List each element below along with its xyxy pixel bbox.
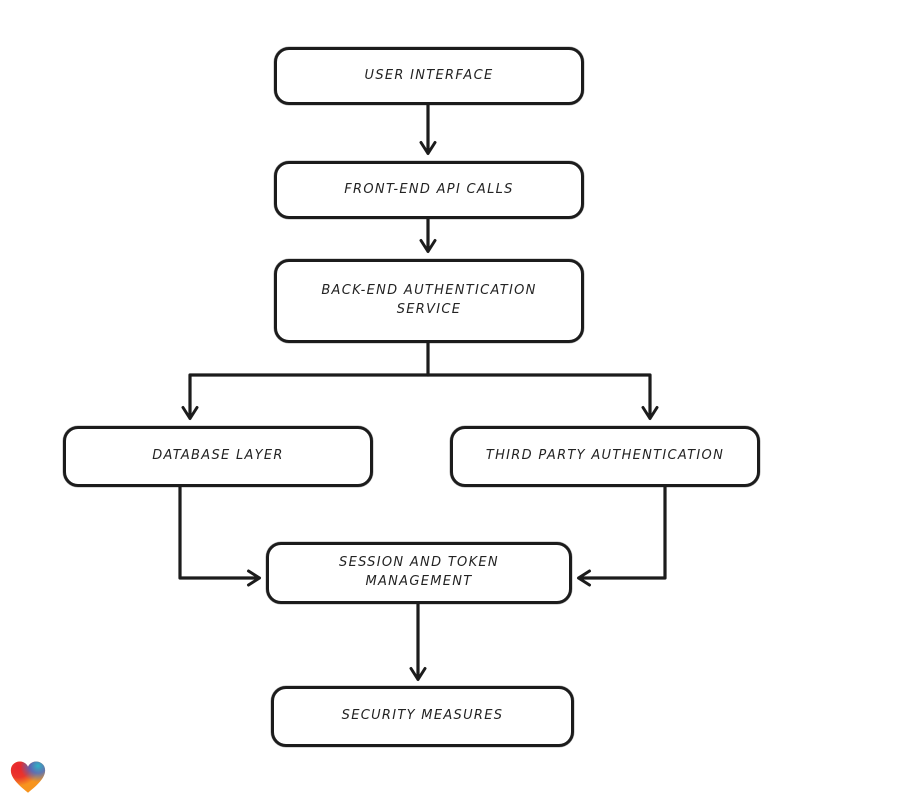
node-back-end-authentication-service: BACK-END AUTHENTICATION SERVICE <box>274 259 584 343</box>
edge-backend-to-thirdparty <box>426 373 659 420</box>
node-database-layer: DATABASE LAYER <box>63 426 373 487</box>
node-user-interface: USER INTERFACE <box>274 47 584 105</box>
node-label: THIRD PARTY AUTHENTICATION <box>485 448 725 464</box>
edge-thirdparty-to-session <box>577 485 667 587</box>
node-front-end-api-calls: FRONT-END API CALLS <box>274 161 584 219</box>
node-security-measures: SECURITY MEASURES <box>271 686 574 747</box>
edge-backend-to-database <box>181 341 430 420</box>
node-third-party-authentication: THIRD PARTY AUTHENTICATION <box>450 426 760 487</box>
heart-icon <box>10 761 46 793</box>
node-label: FRONT-END API CALLS <box>344 181 514 197</box>
node-label: BACK-END AUTHENTICATION SERVICE <box>321 283 537 317</box>
node-label: DATABASE LAYER <box>152 448 284 464</box>
node-session-and-token-management: SESSION AND TOKEN MANAGEMENT <box>266 542 572 604</box>
edge-database-to-session <box>178 485 261 587</box>
node-label: USER INTERFACE <box>364 67 494 83</box>
node-label: SESSION AND TOKEN MANAGEMENT <box>339 555 499 589</box>
node-label: SECURITY MEASURES <box>341 708 504 724</box>
